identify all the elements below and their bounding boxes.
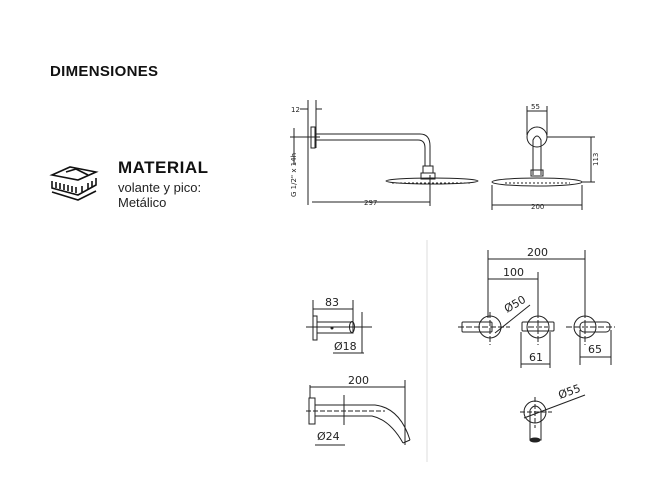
dim-297: 297 [364,199,377,207]
material-parts: volante y pico: [118,180,202,195]
dim-thread: G 1/2" x 14h [290,153,298,197]
dim-100: 100 [503,266,524,279]
handle-side-view: 83 Ø18 [306,296,372,354]
material-value: Metálico [118,195,167,210]
layered-material-icon [49,166,99,201]
dim-50: Ø50 [502,293,528,316]
dim-61: 61 [529,351,543,364]
shower-side-view: 12 G 1/2" x 14h 297 [290,100,479,207]
dim-set-200: 200 [527,246,548,259]
dim-spout-200: 200 [348,374,369,387]
page-title: DIMENSIONES [50,63,159,80]
dim-18: Ø18 [334,340,357,353]
front-set-view: 200 100 Ø50 61 65 Ø55 [458,246,615,443]
spout-side-view: 200 Ø24 [306,374,411,446]
dim-65: 65 [588,343,602,356]
dim-55: 55 [531,103,540,111]
dim-83: 83 [325,296,339,309]
material-title: MATERIAL [118,158,209,177]
shower-front-view: 55 113 200 [491,103,600,211]
dim-113: 113 [592,153,600,166]
dim-12: 12 [291,106,300,114]
dim-55-spout: Ø55 [557,382,583,402]
dim-200: 200 [531,203,544,211]
dim-24: Ø24 [317,430,340,443]
